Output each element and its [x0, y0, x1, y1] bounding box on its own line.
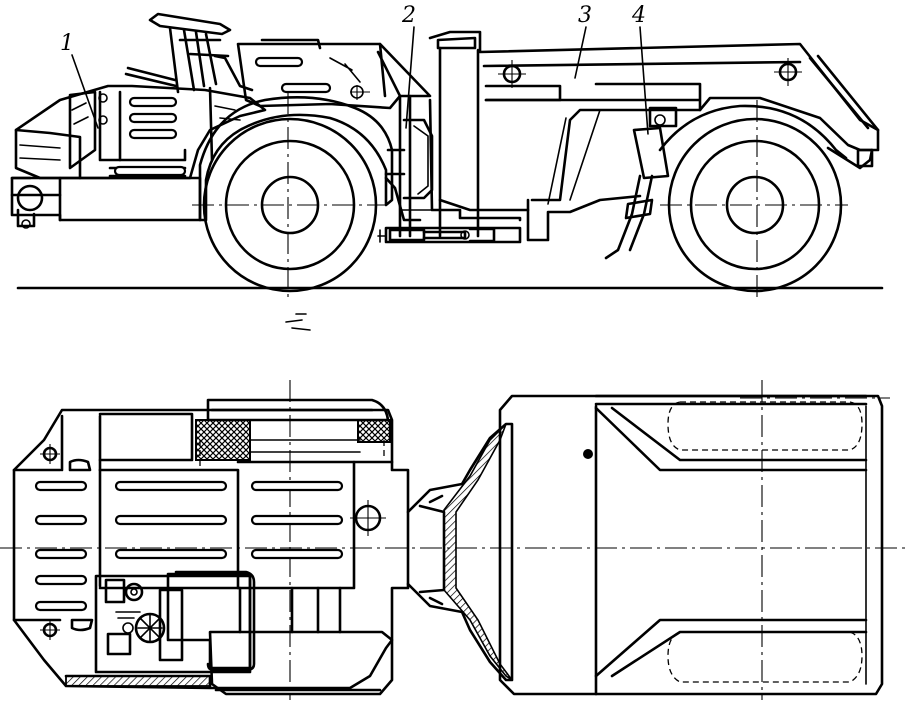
callout-4: 4: [631, 3, 649, 135]
rear-wheel: [658, 100, 848, 298]
callout-number-4: 4: [631, 3, 646, 28]
rear-wheel-top-upper: [667, 397, 890, 451]
hoist-cylinder: [604, 106, 678, 260]
top-view: [0, 380, 909, 700]
articulation-joint: [377, 98, 522, 244]
callout-2: 2: [401, 3, 416, 129]
front-grille: [34, 468, 102, 612]
callout-number-3: 3: [578, 3, 592, 28]
articulation-top: [406, 422, 514, 682]
engine-cover: [236, 38, 434, 238]
dump-body-top: [498, 394, 884, 696]
side-view: 1 2 3 4: [10, 3, 884, 331]
front-hood: [14, 84, 267, 180]
front-wheel-top-upper: [195, 398, 391, 470]
front-wheel-top-lower: [208, 586, 394, 696]
callout-3: 3: [574, 3, 592, 79]
rear-wheel-top-lower: [667, 631, 863, 683]
engine-hood-top: [98, 460, 394, 590]
operator-station: [124, 12, 254, 94]
front-wheel: [192, 92, 394, 298]
callout-number-2: 2: [401, 3, 416, 28]
dump-body: [428, 30, 880, 242]
front-frame: [10, 176, 202, 229]
operator-cab-top: [94, 570, 256, 674]
callout-1: 1: [60, 31, 99, 129]
callout-number-1: 1: [60, 31, 74, 56]
